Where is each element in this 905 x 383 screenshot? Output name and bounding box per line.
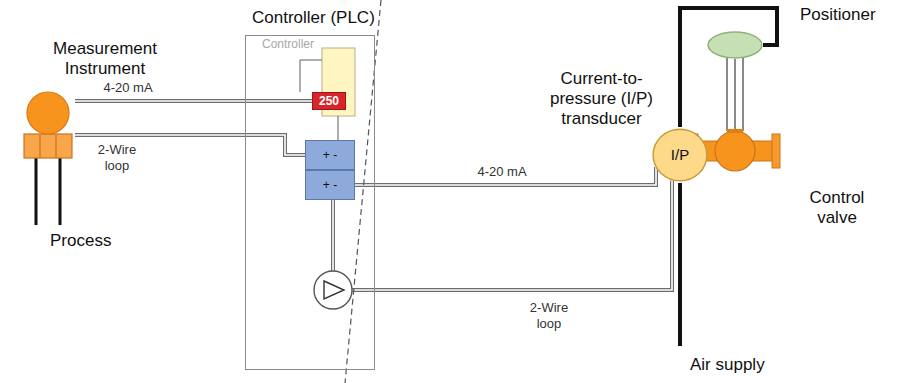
instrument-drawing [24, 92, 72, 225]
process-lead [59, 158, 62, 225]
valve-bonnet [727, 129, 743, 133]
node-heading: Measurement Instrument [45, 39, 165, 79]
valve-body [715, 131, 755, 171]
process-lead [35, 158, 38, 225]
current-source-symbol [314, 271, 352, 309]
signal-label: 4-20 mA [466, 164, 538, 180]
signal-wire [75, 99, 312, 103]
signal-label: 2-Wire loop [86, 142, 148, 173]
faded-caption: Controller [262, 37, 314, 51]
positioner-shape [708, 32, 762, 58]
node-text: I/P [671, 146, 689, 164]
wire-core [75, 100, 312, 102]
controller-box: Controller (PLC)250+ -+ - [245, 35, 375, 370]
ip-transducer: Current-to-pressure (I/P) transducerI/P [652, 127, 708, 183]
air-supply-label: Air supply [690, 355, 765, 375]
positioner: Positioner [707, 31, 763, 59]
signal-label: 2-Wire loop [518, 300, 580, 331]
air-line [680, 8, 777, 127]
node-heading: Control valve [802, 188, 872, 228]
signal-label: 4-20 mA [93, 80, 163, 96]
control-valve: Control valve [690, 128, 780, 175]
process-label: Process [50, 231, 111, 251]
internal-wire [300, 59, 322, 60]
valve-flange [772, 134, 780, 168]
resistor-box: 250 [312, 92, 346, 110]
signal-wire [333, 181, 672, 290]
air-supply-line [678, 183, 682, 346]
instrument-head [27, 92, 69, 134]
valve-stem [727, 57, 743, 131]
node-text: + - [323, 148, 337, 162]
body-divider [55, 134, 56, 158]
io-card: + - [305, 170, 355, 200]
internal-wire [337, 116, 338, 140]
wire-core [333, 181, 672, 290]
node-text: + - [323, 178, 337, 192]
body-divider [39, 134, 40, 158]
node-heading: Current-to-pressure (I/P) transducer [544, 69, 659, 129]
internal-wire [299, 60, 300, 92]
io-card: + - [305, 140, 355, 170]
node-heading: Positioner [800, 5, 876, 25]
positioner-outline [707, 31, 763, 59]
node-heading: Controller (PLC) [252, 8, 375, 28]
ip-transducer-shape [653, 129, 707, 181]
node-text: 250 [319, 94, 339, 108]
measurement-instrument: Measurement Instrument [22, 92, 75, 160]
instrument-body [24, 134, 72, 158]
current-source-arrow [324, 281, 344, 299]
